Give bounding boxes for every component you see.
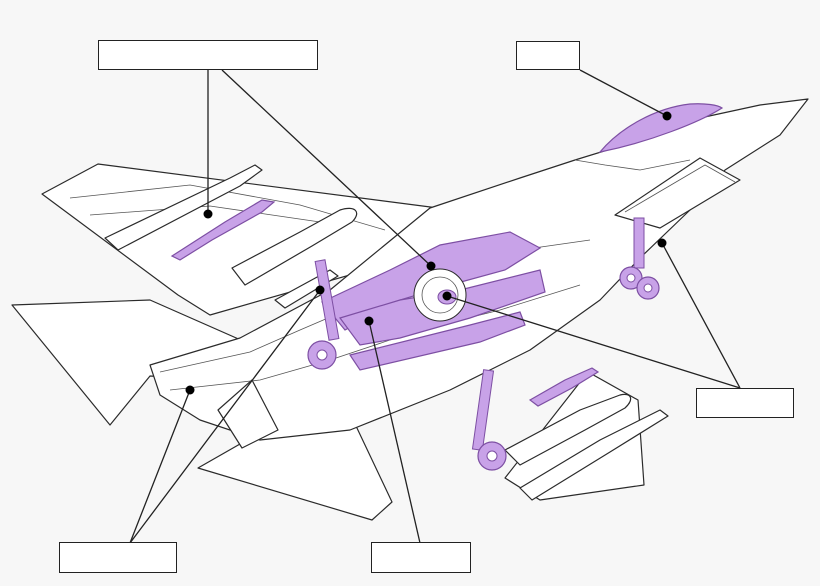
missile-highlighted-left bbox=[170, 199, 276, 261]
missile-right-pod bbox=[504, 393, 632, 466]
callout-dot bbox=[315, 285, 325, 295]
label-box-top-center[interactable] bbox=[98, 40, 318, 70]
engine-nozzle bbox=[217, 379, 279, 449]
nose-landing-gear bbox=[619, 217, 660, 300]
callout-dots bbox=[185, 111, 672, 395]
missile-highlighted-right bbox=[528, 367, 600, 407]
callout-dot bbox=[426, 261, 436, 271]
highlighted-stores bbox=[170, 199, 600, 407]
main-landing-gear-left bbox=[307, 259, 340, 370]
label-box-right[interactable] bbox=[696, 388, 794, 418]
missile-right-lower bbox=[519, 409, 669, 501]
missile-left-upper bbox=[104, 164, 263, 251]
nose-weapons-bay-door bbox=[614, 157, 741, 229]
missile-left-pod bbox=[231, 207, 358, 286]
callout-dot bbox=[364, 316, 374, 326]
callout-dot bbox=[185, 385, 195, 395]
weapons-bay-door-lower bbox=[349, 311, 526, 371]
callout-dot bbox=[442, 291, 452, 301]
canopy bbox=[598, 103, 724, 153]
callout-dot bbox=[662, 111, 672, 121]
label-box-top-right[interactable] bbox=[516, 41, 580, 70]
callout-dot bbox=[203, 209, 213, 219]
main-landing-gear-right bbox=[471, 369, 507, 471]
label-box-bottom-center[interactable] bbox=[371, 542, 471, 573]
label-box-bottom-left[interactable] bbox=[59, 542, 177, 573]
leader-lines bbox=[129, 69, 741, 544]
landing-gear bbox=[307, 217, 660, 471]
weapons-bay bbox=[321, 231, 546, 371]
callout-dot bbox=[657, 238, 667, 248]
